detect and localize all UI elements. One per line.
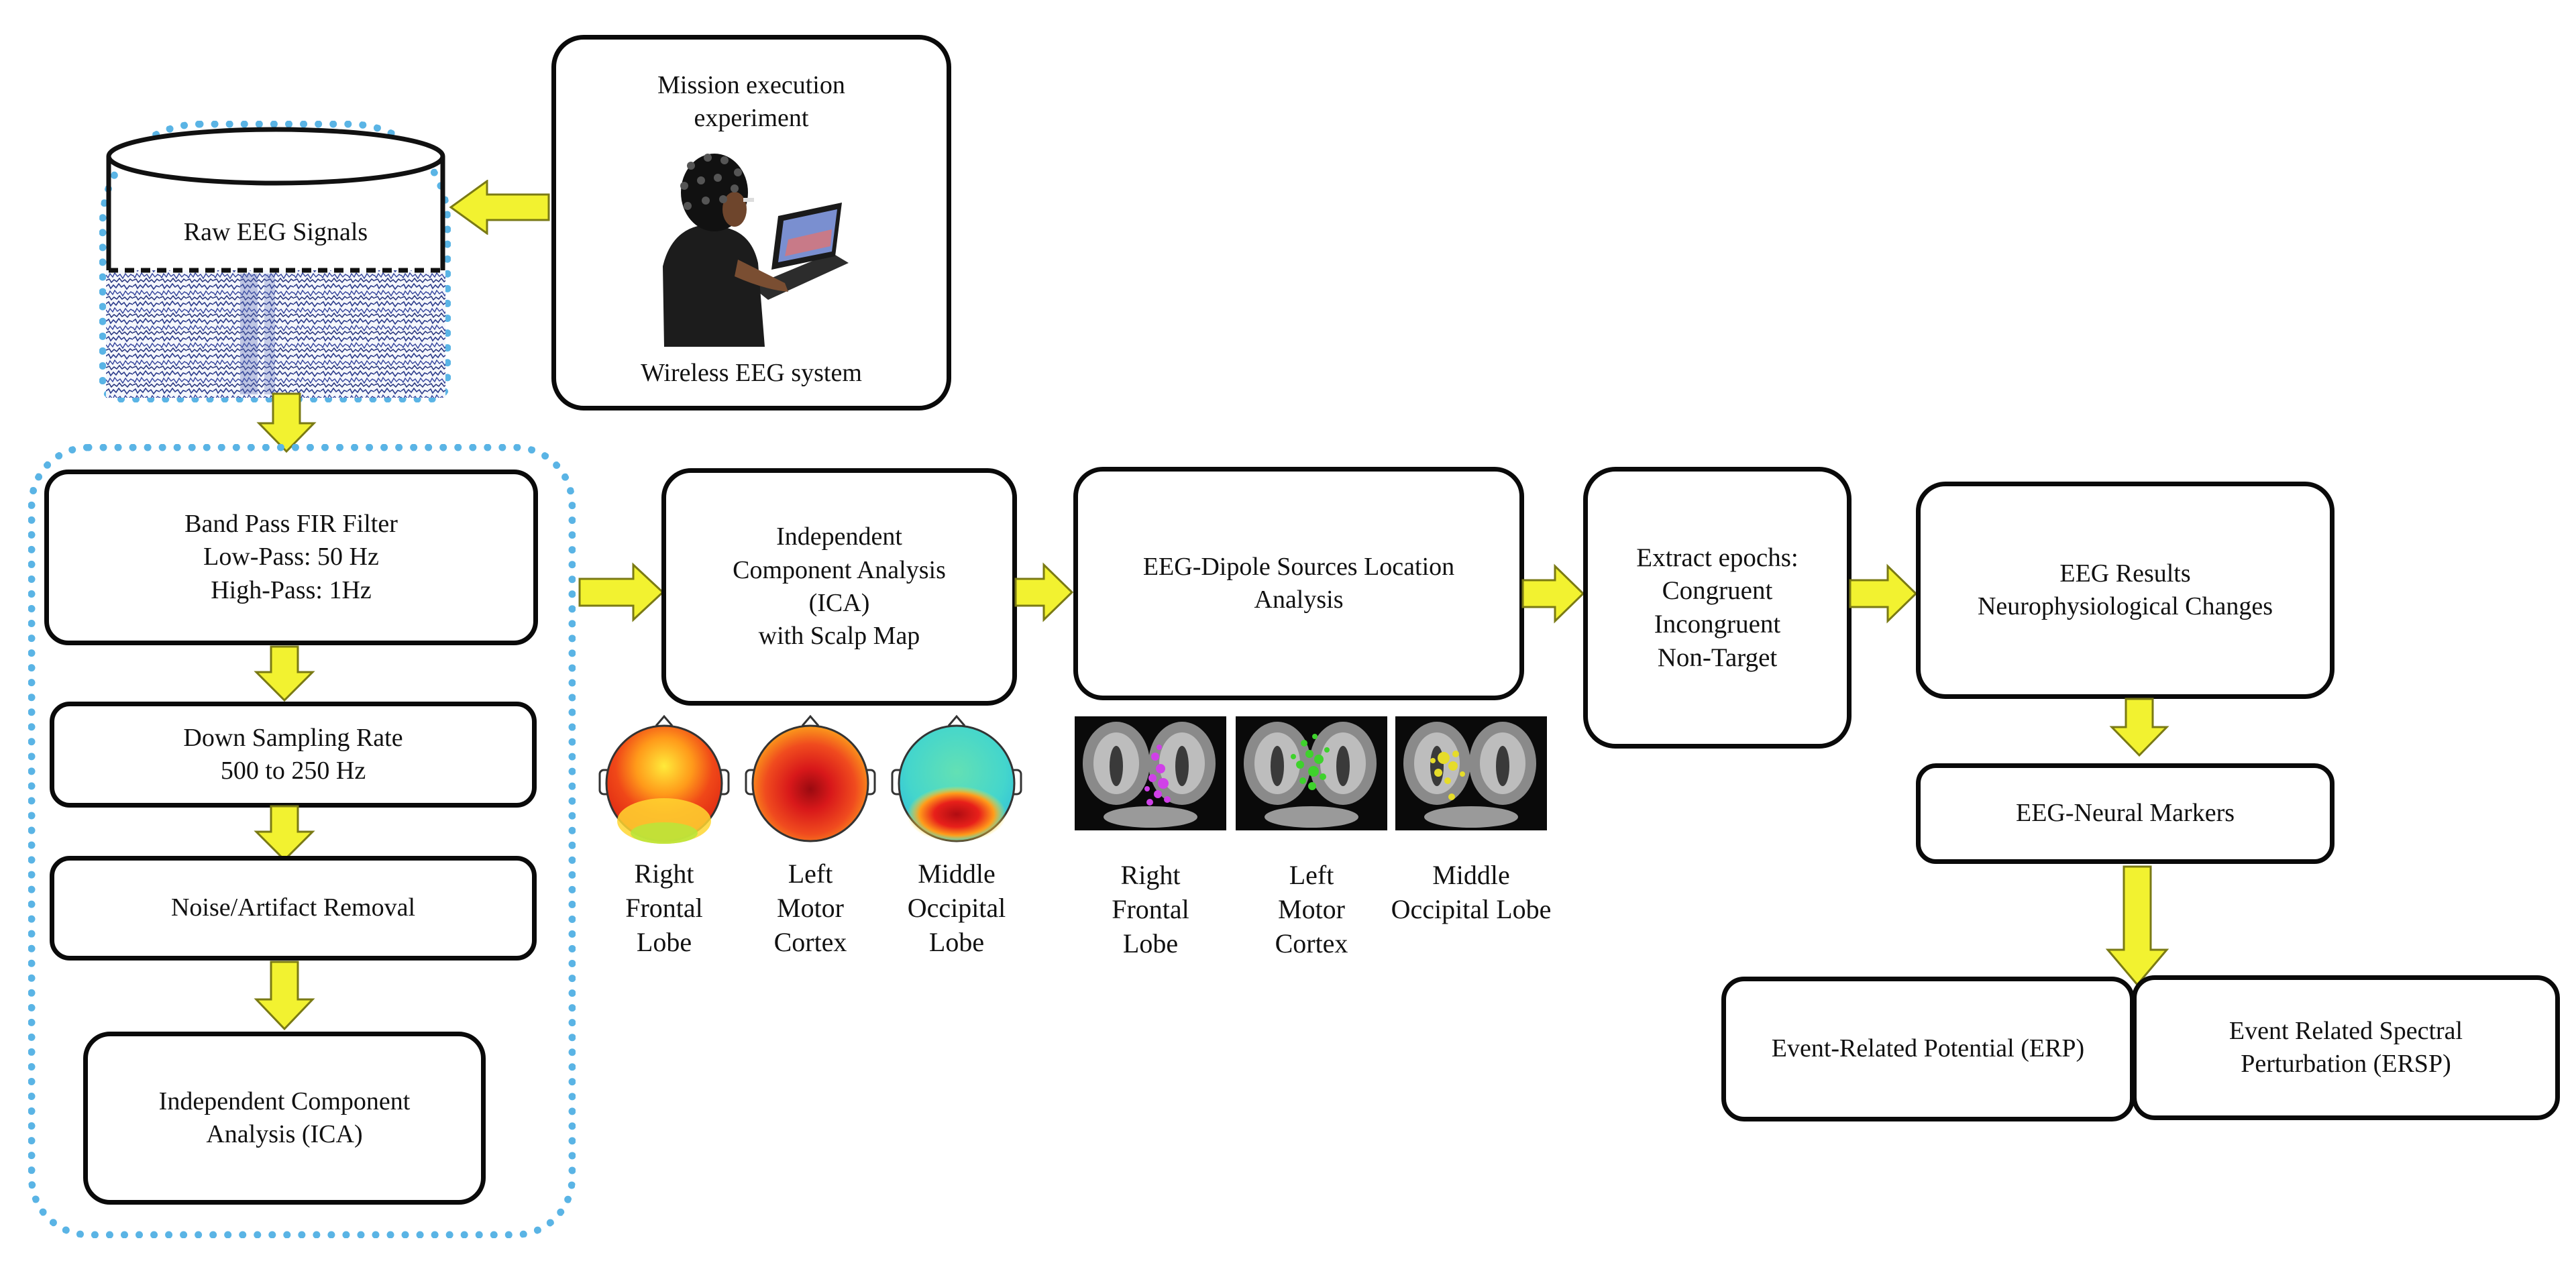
epochs-line-4: Non-Target	[1657, 643, 1778, 672]
raw-eeg-label: Raw EEG Signals	[183, 218, 368, 246]
ersp-box: Event Related Spectral Perturbation (ERS…	[2132, 975, 2560, 1120]
dipole-brain-right-frontal	[1075, 716, 1226, 830]
dipole-line-2: Analysis	[1254, 586, 1344, 614]
arrow-dipole-to-epochs	[1521, 563, 1585, 624]
results-line-1: EEG Results	[2059, 559, 2191, 588]
ica-scalp-line-2: Component Analysis	[733, 555, 946, 584]
ersp-line-1: Event Related Spectral	[2229, 1016, 2463, 1045]
arrow-downsampling-to-noise	[254, 805, 315, 862]
ica-scalp-line-1: Independent	[776, 523, 902, 551]
markers-line-1: EEG-Neural Markers	[2015, 799, 2235, 828]
arrow-markers-to-measures	[2105, 865, 2169, 987]
preprocessing-ica-line-2: Analysis (ICA)	[206, 1120, 363, 1148]
preprocessing-ica-box: Independent Component Analysis (ICA)	[83, 1032, 486, 1205]
preprocessing-ica-line-1: Independent Component	[158, 1087, 411, 1115]
mission-caption: Wireless EEG system	[641, 358, 862, 387]
preprocessing-dotted-frame	[28, 444, 576, 1238]
epochs-line-3: Incongruent	[1654, 610, 1781, 639]
arrow-results-to-markers	[2109, 698, 2169, 757]
bandpass-filter-box: Band Pass FIR Filter Low-Pass: 50 Hz Hig…	[44, 470, 538, 645]
scalp-map-left-motor	[745, 714, 876, 842]
mission-execution-box: Mission execution experiment Wireless EE…	[551, 35, 951, 410]
noise-line-1: Noise/Artifact Removal	[170, 893, 416, 922]
ica-scalp-map-box: Independent Component Analysis (ICA) wit…	[661, 468, 1017, 706]
results-line-2: Neurophysiological Changes	[1977, 592, 2273, 620]
arrow-mission-to-raw	[449, 180, 550, 235]
epochs-line-1: Extract epochs:	[1636, 543, 1799, 572]
downsampling-box: Down Sampling Rate 500 to 250 Hz	[50, 702, 537, 808]
scalp-map-middle-occipital	[891, 714, 1022, 842]
eeg-neural-markers-box: EEG-Neural Markers	[1916, 763, 2334, 864]
arrow-preprocessing-to-ica-scalp	[578, 562, 665, 622]
arrow-epochs-to-results	[1849, 563, 1918, 624]
bandpass-line-1: Band Pass FIR Filter	[184, 509, 398, 538]
dipole-analysis-box: EEG-Dipole Sources Location Analysis	[1073, 467, 1524, 700]
raw-eeg-cylinder	[106, 127, 445, 398]
erp-line-1: Event-Related Potential (ERP)	[1771, 1034, 2085, 1063]
arrow-ica-to-dipole	[1014, 562, 1074, 622]
person-with-eeg-cap-photo	[663, 153, 849, 347]
bandpass-line-3: High-Pass: 1Hz	[211, 575, 372, 604]
arrow-noise-to-ica	[254, 961, 315, 1031]
epochs-line-2: Congruent	[1662, 576, 1773, 606]
scalp-map-right-frontal	[598, 714, 730, 844]
mission-title-line-1: Mission execution	[657, 71, 845, 99]
bandpass-line-2: Low-Pass: 50 Hz	[203, 543, 379, 571]
downsampling-line-1: Down Sampling Rate	[183, 723, 403, 752]
dipole-brain-middle-occipital	[1395, 716, 1547, 830]
arrow-bandpass-to-downsampling	[254, 645, 315, 702]
dipole-brain-left-motor	[1236, 716, 1387, 830]
extract-epochs-box: Extract epochs: Congruent Incongruent No…	[1583, 467, 1851, 749]
noise-removal-box: Noise/Artifact Removal	[50, 856, 537, 961]
ersp-line-2: Perturbation (ERSP)	[2241, 1050, 2451, 1078]
dipole-line-1: EEG-Dipole Sources Location	[1142, 552, 1455, 581]
ica-scalp-line-4: with Scalp Map	[758, 622, 920, 651]
erp-box: Event-Related Potential (ERP)	[1721, 977, 2135, 1121]
arrow-raw-to-preprocessing	[256, 392, 317, 453]
downsampling-line-2: 500 to 250 Hz	[220, 757, 366, 785]
eeg-results-box: EEG Results Neurophysiological Changes	[1916, 482, 2334, 699]
mission-title-line-2: experiment	[694, 104, 809, 133]
ica-scalp-line-3: (ICA)	[808, 589, 870, 617]
